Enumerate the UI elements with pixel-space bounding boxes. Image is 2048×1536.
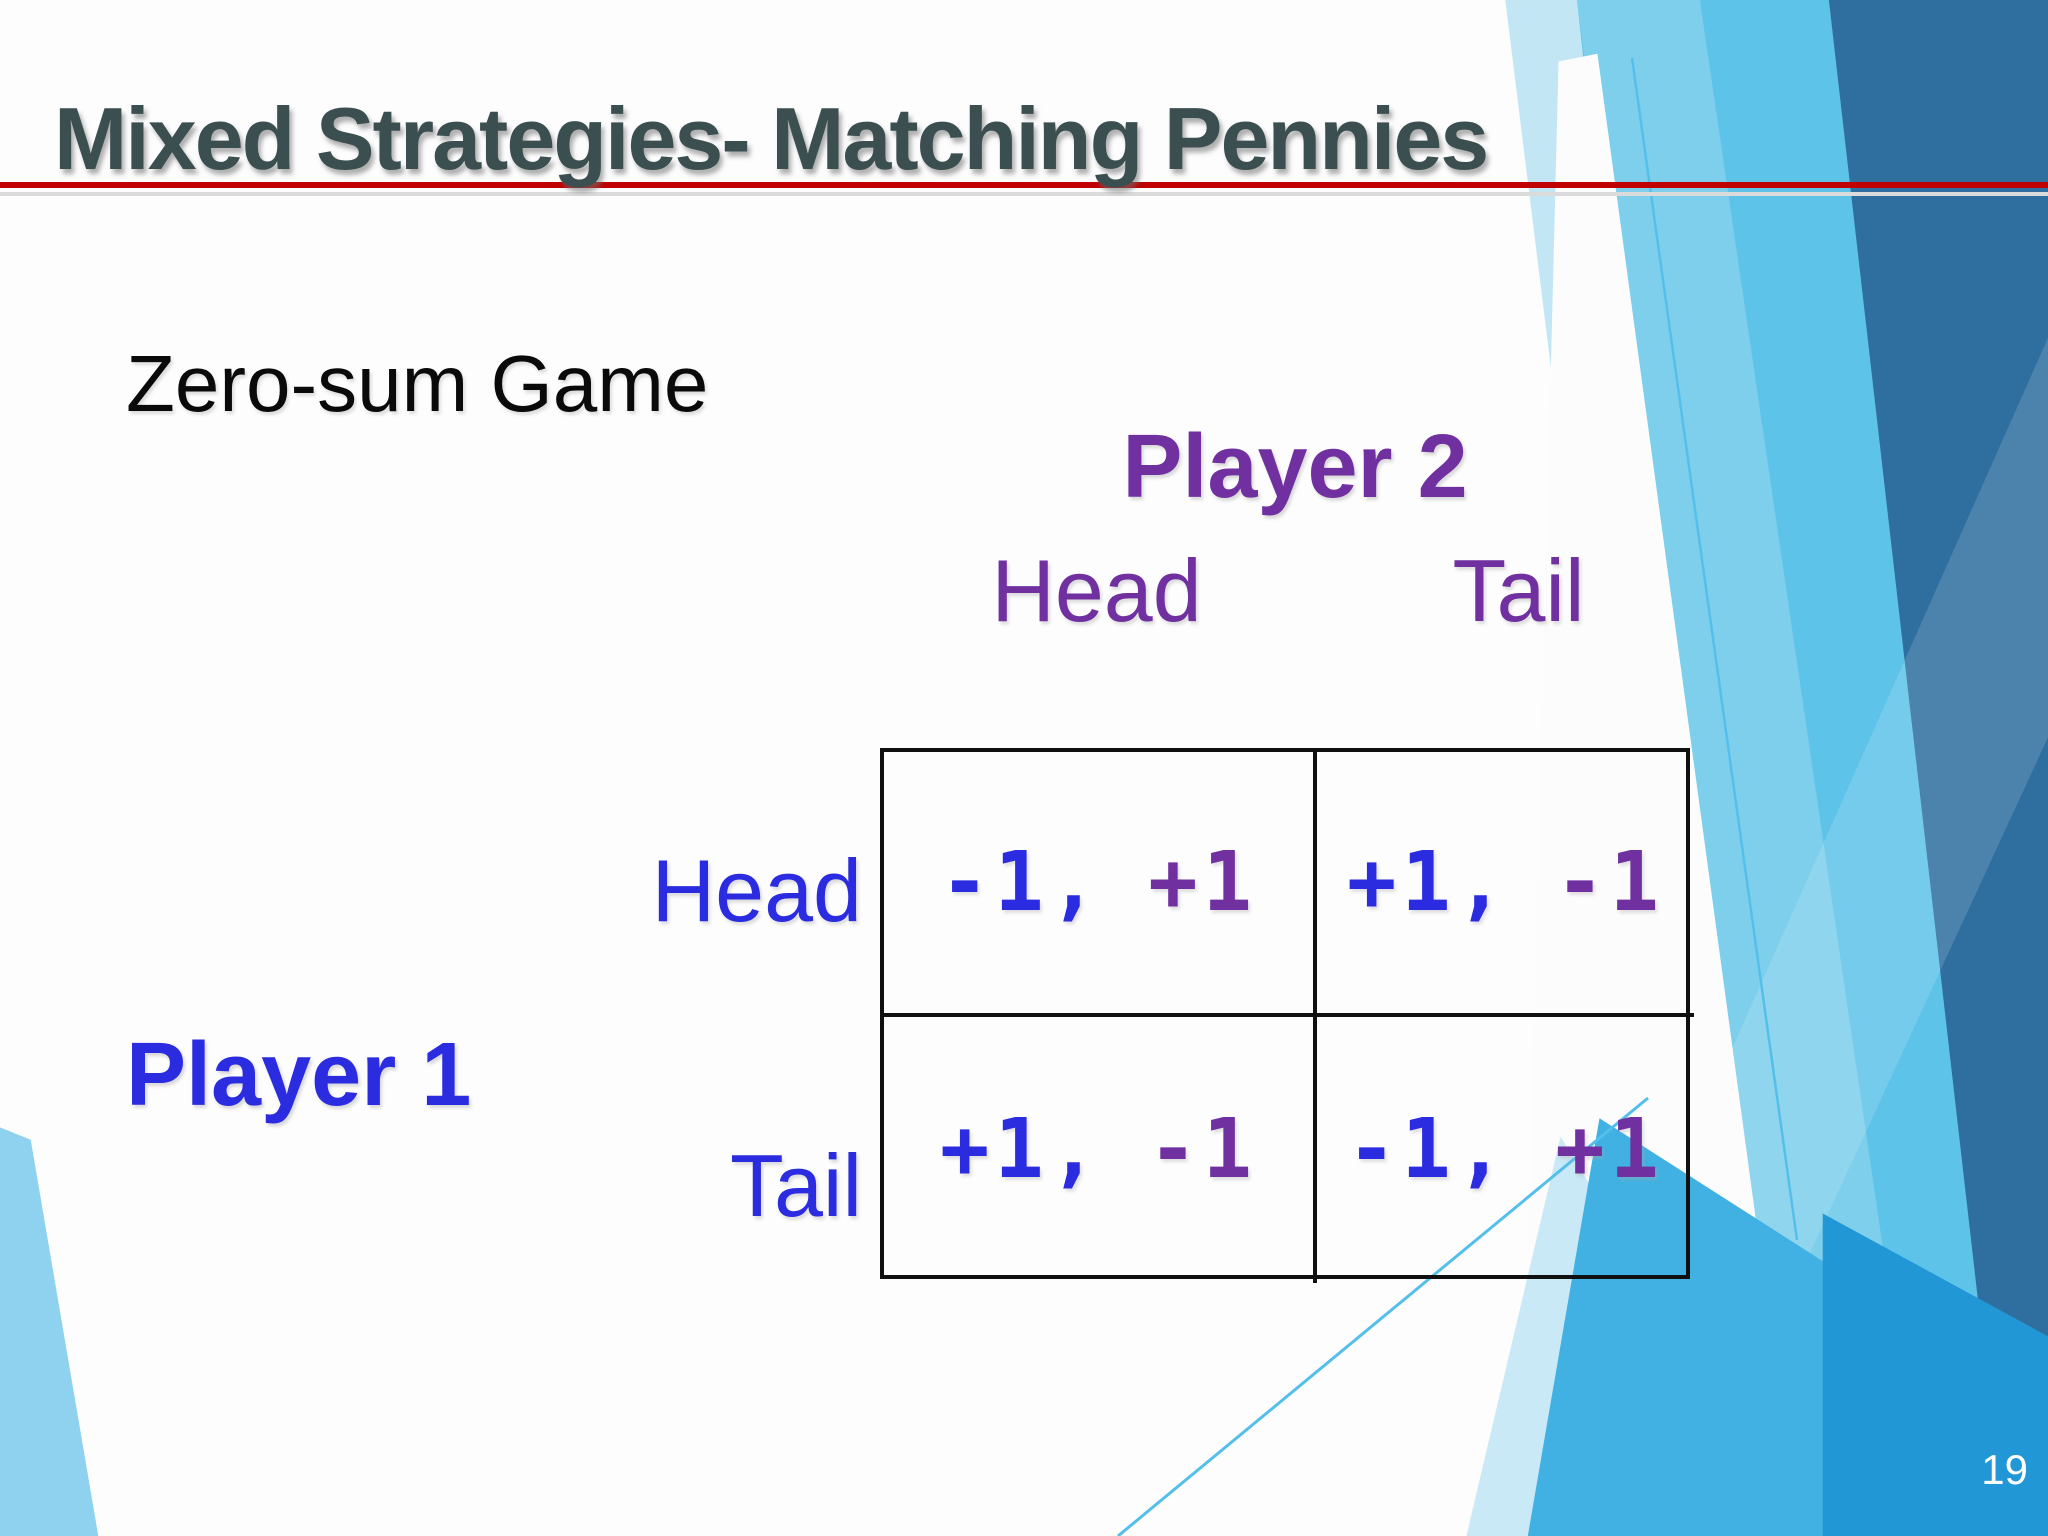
page-title: Mixed Strategies- Matching Pennies xyxy=(54,88,1489,188)
payoff-separator: , xyxy=(1455,1102,1511,1197)
title-accent-rule xyxy=(0,182,2048,188)
subtitle-zero-sum-game: Zero-sum Game xyxy=(126,339,709,428)
payoff-matrix: -1,+1 +1,-1 +1,-1 -1,+1 xyxy=(880,748,1694,1283)
payoff-player2-value: -1 xyxy=(1555,834,1664,930)
payoff-player1-value: -1 xyxy=(940,834,1049,930)
payoff-cell-head-head: -1, +1 xyxy=(884,752,1317,1017)
player1-label: Player 1 xyxy=(126,1025,472,1125)
payoff-player1-value: +1 xyxy=(940,1102,1049,1197)
row-header-head: Head xyxy=(651,841,862,940)
column-header-head: Head xyxy=(991,541,1202,640)
column-header-tail: Tail xyxy=(1452,541,1585,640)
payoff-player2-value: +1 xyxy=(1555,1102,1664,1197)
payoff-separator: , xyxy=(1455,834,1511,930)
payoff-player1-value: +1 xyxy=(1347,834,1456,930)
payoff-separator: , xyxy=(1048,1102,1104,1197)
payoff-cell-tail-tail: -1, +1 xyxy=(1317,1017,1694,1283)
payoff-player2-value: -1 xyxy=(1148,1102,1257,1197)
payoff-cell-tail-head: +1, -1 xyxy=(884,1017,1317,1283)
payoff-separator: , xyxy=(1048,834,1104,930)
row-header-tail: Tail xyxy=(729,1136,862,1235)
payoff-cell-head-tail: +1, -1 xyxy=(1317,752,1694,1017)
payoff-player1-value: -1 xyxy=(1347,1102,1456,1197)
player2-label: Player 2 xyxy=(1122,417,1468,517)
slide-page-number: 19 xyxy=(1981,1446,2028,1493)
title-accent-rule-shadow xyxy=(0,192,2048,196)
payoff-player2-value: +1 xyxy=(1148,834,1257,930)
